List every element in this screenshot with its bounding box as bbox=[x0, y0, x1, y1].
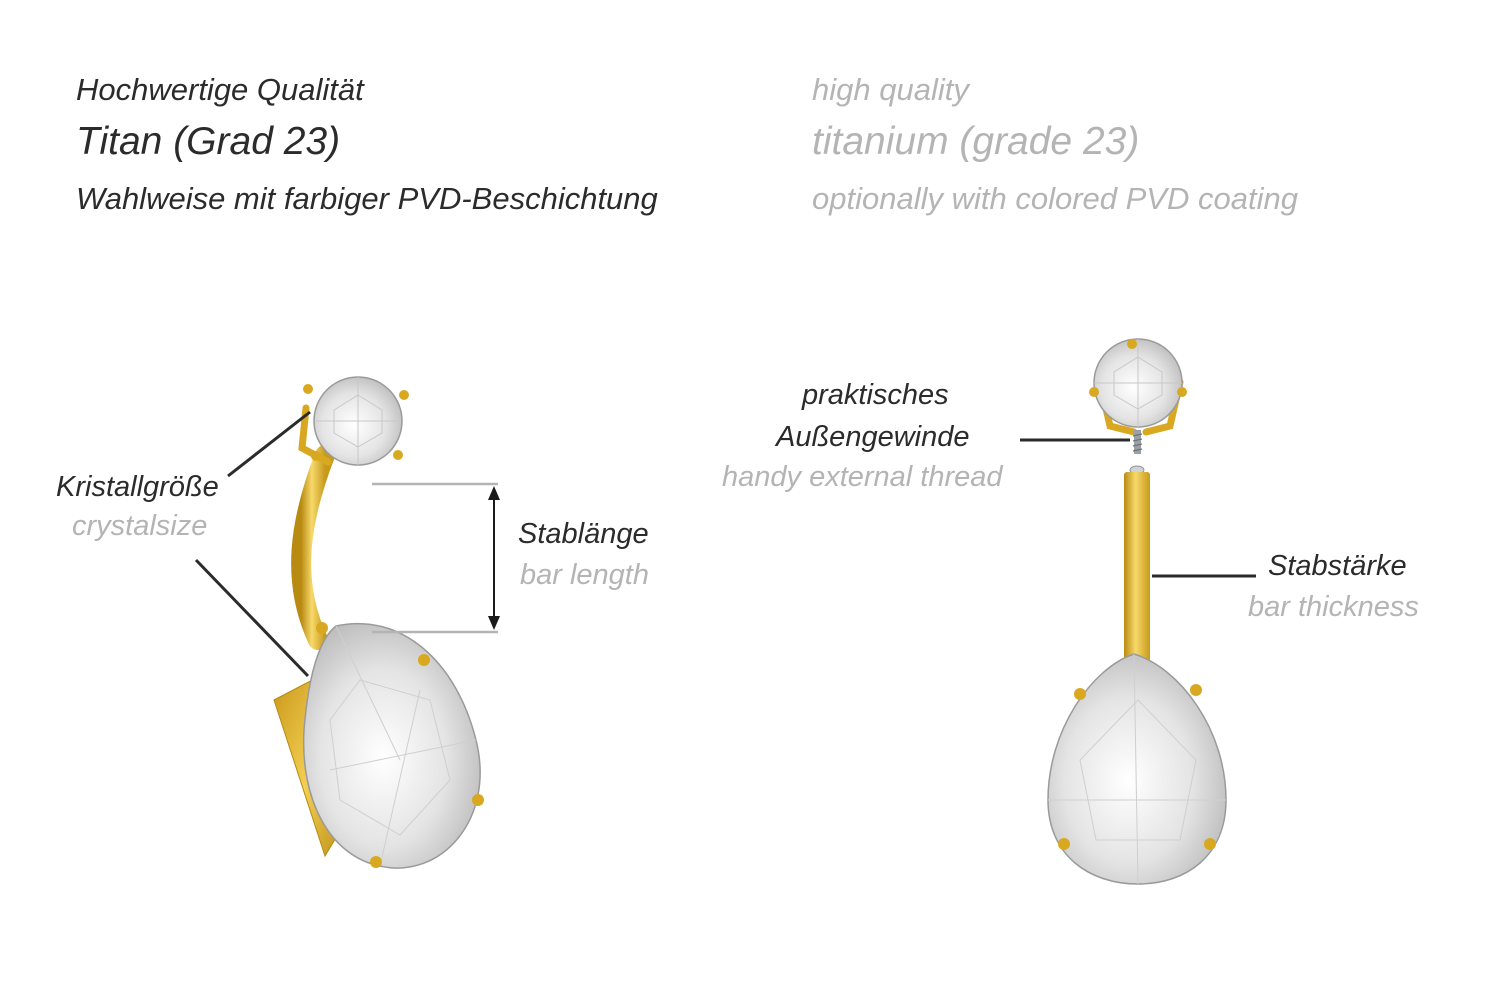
crystal-size-label-de: Kristallgröße bbox=[56, 471, 219, 503]
header-material-en: titanium (grade 23) bbox=[812, 120, 1140, 163]
bar-length-label-en: bar length bbox=[520, 559, 649, 591]
external-thread-label-de-2: Außengewinde bbox=[776, 421, 970, 453]
external-thread-label-en: handy external thread bbox=[722, 461, 1003, 493]
straight-barbell-illustration bbox=[1047, 338, 1227, 885]
curved-barbell-illustration bbox=[273, 376, 484, 869]
header-coating-en: optionally with colored PVD coating bbox=[812, 181, 1298, 216]
crystal-size-label-en: crystalsize bbox=[72, 510, 208, 542]
header-material-de: Titan (Grad 23) bbox=[76, 120, 341, 163]
crystal-size-pointer-top bbox=[227, 410, 311, 478]
external-thread-label-de-1: praktisches bbox=[802, 379, 949, 411]
header-quality-en: high quality bbox=[812, 72, 969, 107]
bar-thickness-label-de: Stabstärke bbox=[1268, 550, 1407, 582]
bar-length-arrow bbox=[488, 486, 500, 630]
bar-thickness-label-en: bar thickness bbox=[1248, 591, 1419, 623]
header-quality-de: Hochwertige Qualität bbox=[76, 72, 364, 107]
crystal-size-pointer-bottom bbox=[194, 558, 310, 678]
bar-length-label-de: Stablänge bbox=[518, 518, 649, 550]
header-coating-de: Wahlweise mit farbiger PVD-Beschichtung bbox=[76, 181, 658, 216]
